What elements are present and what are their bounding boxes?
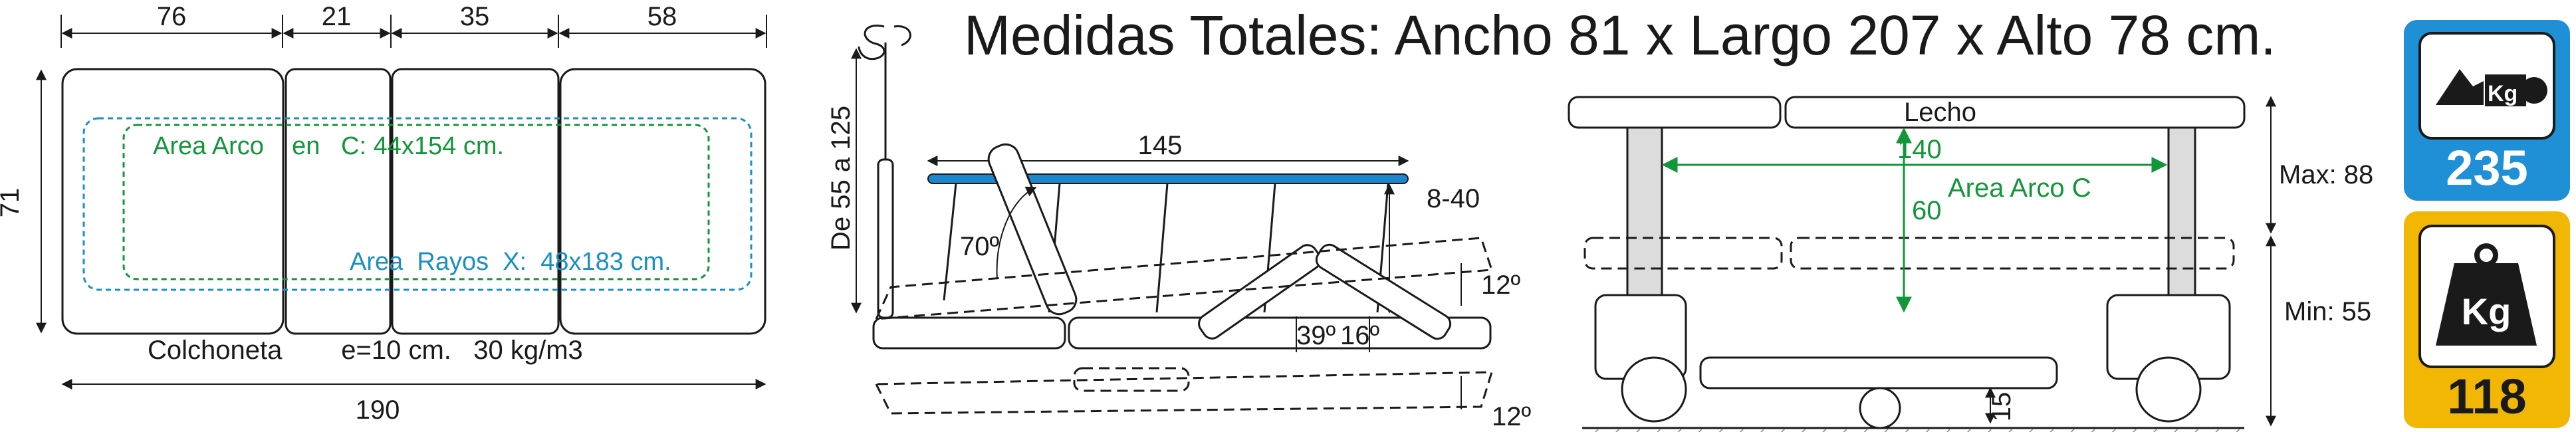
mattress-section-legs	[559, 68, 766, 335]
wheel-center	[1859, 387, 1901, 429]
safe-load-badge: Kg 118	[2404, 211, 2570, 428]
min-height-label: Min: 55	[2284, 297, 2371, 326]
side-base-head	[872, 316, 1066, 350]
rail-length-label: 145	[1138, 131, 1183, 160]
column-right	[2167, 126, 2196, 303]
badge-1-icon-text: Kg	[2488, 81, 2517, 106]
leg-angle-label: 16º	[1340, 321, 1379, 350]
tilt-bottom-label: 12º	[1492, 402, 1531, 431]
badge-1-value: 235	[2446, 140, 2527, 195]
segment-4-label: 58	[647, 2, 677, 31]
side-base-foot	[1068, 316, 1492, 350]
length-label: 190	[356, 395, 400, 425]
arc-label: Area Arco C	[1948, 173, 2091, 203]
column-left	[1626, 126, 1663, 303]
mattress-section-seat	[285, 68, 392, 335]
arc-height-label: 60	[1912, 196, 1942, 225]
backrest	[987, 143, 1078, 316]
iv-pole	[877, 158, 894, 319]
clearance-label: 15	[1987, 392, 2016, 422]
bed-top-left	[1568, 96, 1782, 129]
badge-2-value: 118	[2447, 369, 2526, 424]
width-label: 71	[0, 188, 25, 218]
patient-load-badge: Kg 235	[2404, 20, 2570, 201]
height-range-label: De 55 a 125	[826, 106, 856, 251]
xray-area-label: Area Rayos X: 48x183 cm.	[350, 248, 671, 276]
badge-2-icon-text: Kg	[2462, 290, 2512, 332]
end-view: Lecho 140 Area Arco C 60 15 Max: 88 Min:…	[1568, 96, 2373, 432]
weight-icon: Kg	[2436, 243, 2537, 346]
xray-area	[82, 117, 753, 291]
arc-area	[122, 124, 710, 280]
wheel-left	[1621, 356, 1687, 423]
arc-area-label: Area Arco en C: 44x154 cm.	[153, 132, 504, 160]
bed-label: Lecho	[1904, 98, 1976, 127]
segment-2-label: 21	[322, 2, 352, 31]
max-height-label: Max: 88	[2279, 160, 2373, 189]
mattress-section-head	[61, 68, 285, 335]
segment-3-label: 35	[460, 2, 490, 31]
base-bar	[1699, 356, 2058, 389]
side-rail	[927, 173, 1409, 184]
bed-top-right	[1784, 96, 2246, 129]
tilt-top-label: 12º	[1481, 270, 1520, 300]
top-view: 76 21 35 58 71 Area Arco en C: 44x154 cm…	[0, 2, 767, 425]
segment-1-label: 76	[157, 2, 187, 31]
travel-label: 8-40	[1427, 184, 1480, 213]
wheel-right	[2135, 356, 2202, 423]
side-view: De 55 a 125 145 70º 8-40 39º 16º	[826, 25, 1531, 431]
back-angle-label: 70º	[960, 232, 999, 261]
knee-angle-label: 39º	[1296, 321, 1336, 350]
mattress-label: Colchoneta e=10 cm. 30 kg/m3	[148, 336, 583, 365]
mattress-section-thigh	[391, 68, 560, 335]
page-title: Medidas Totales: Ancho 81 x Largo 207 x …	[964, 4, 2276, 66]
patient-weight-icon: Kg	[2436, 69, 2547, 106]
